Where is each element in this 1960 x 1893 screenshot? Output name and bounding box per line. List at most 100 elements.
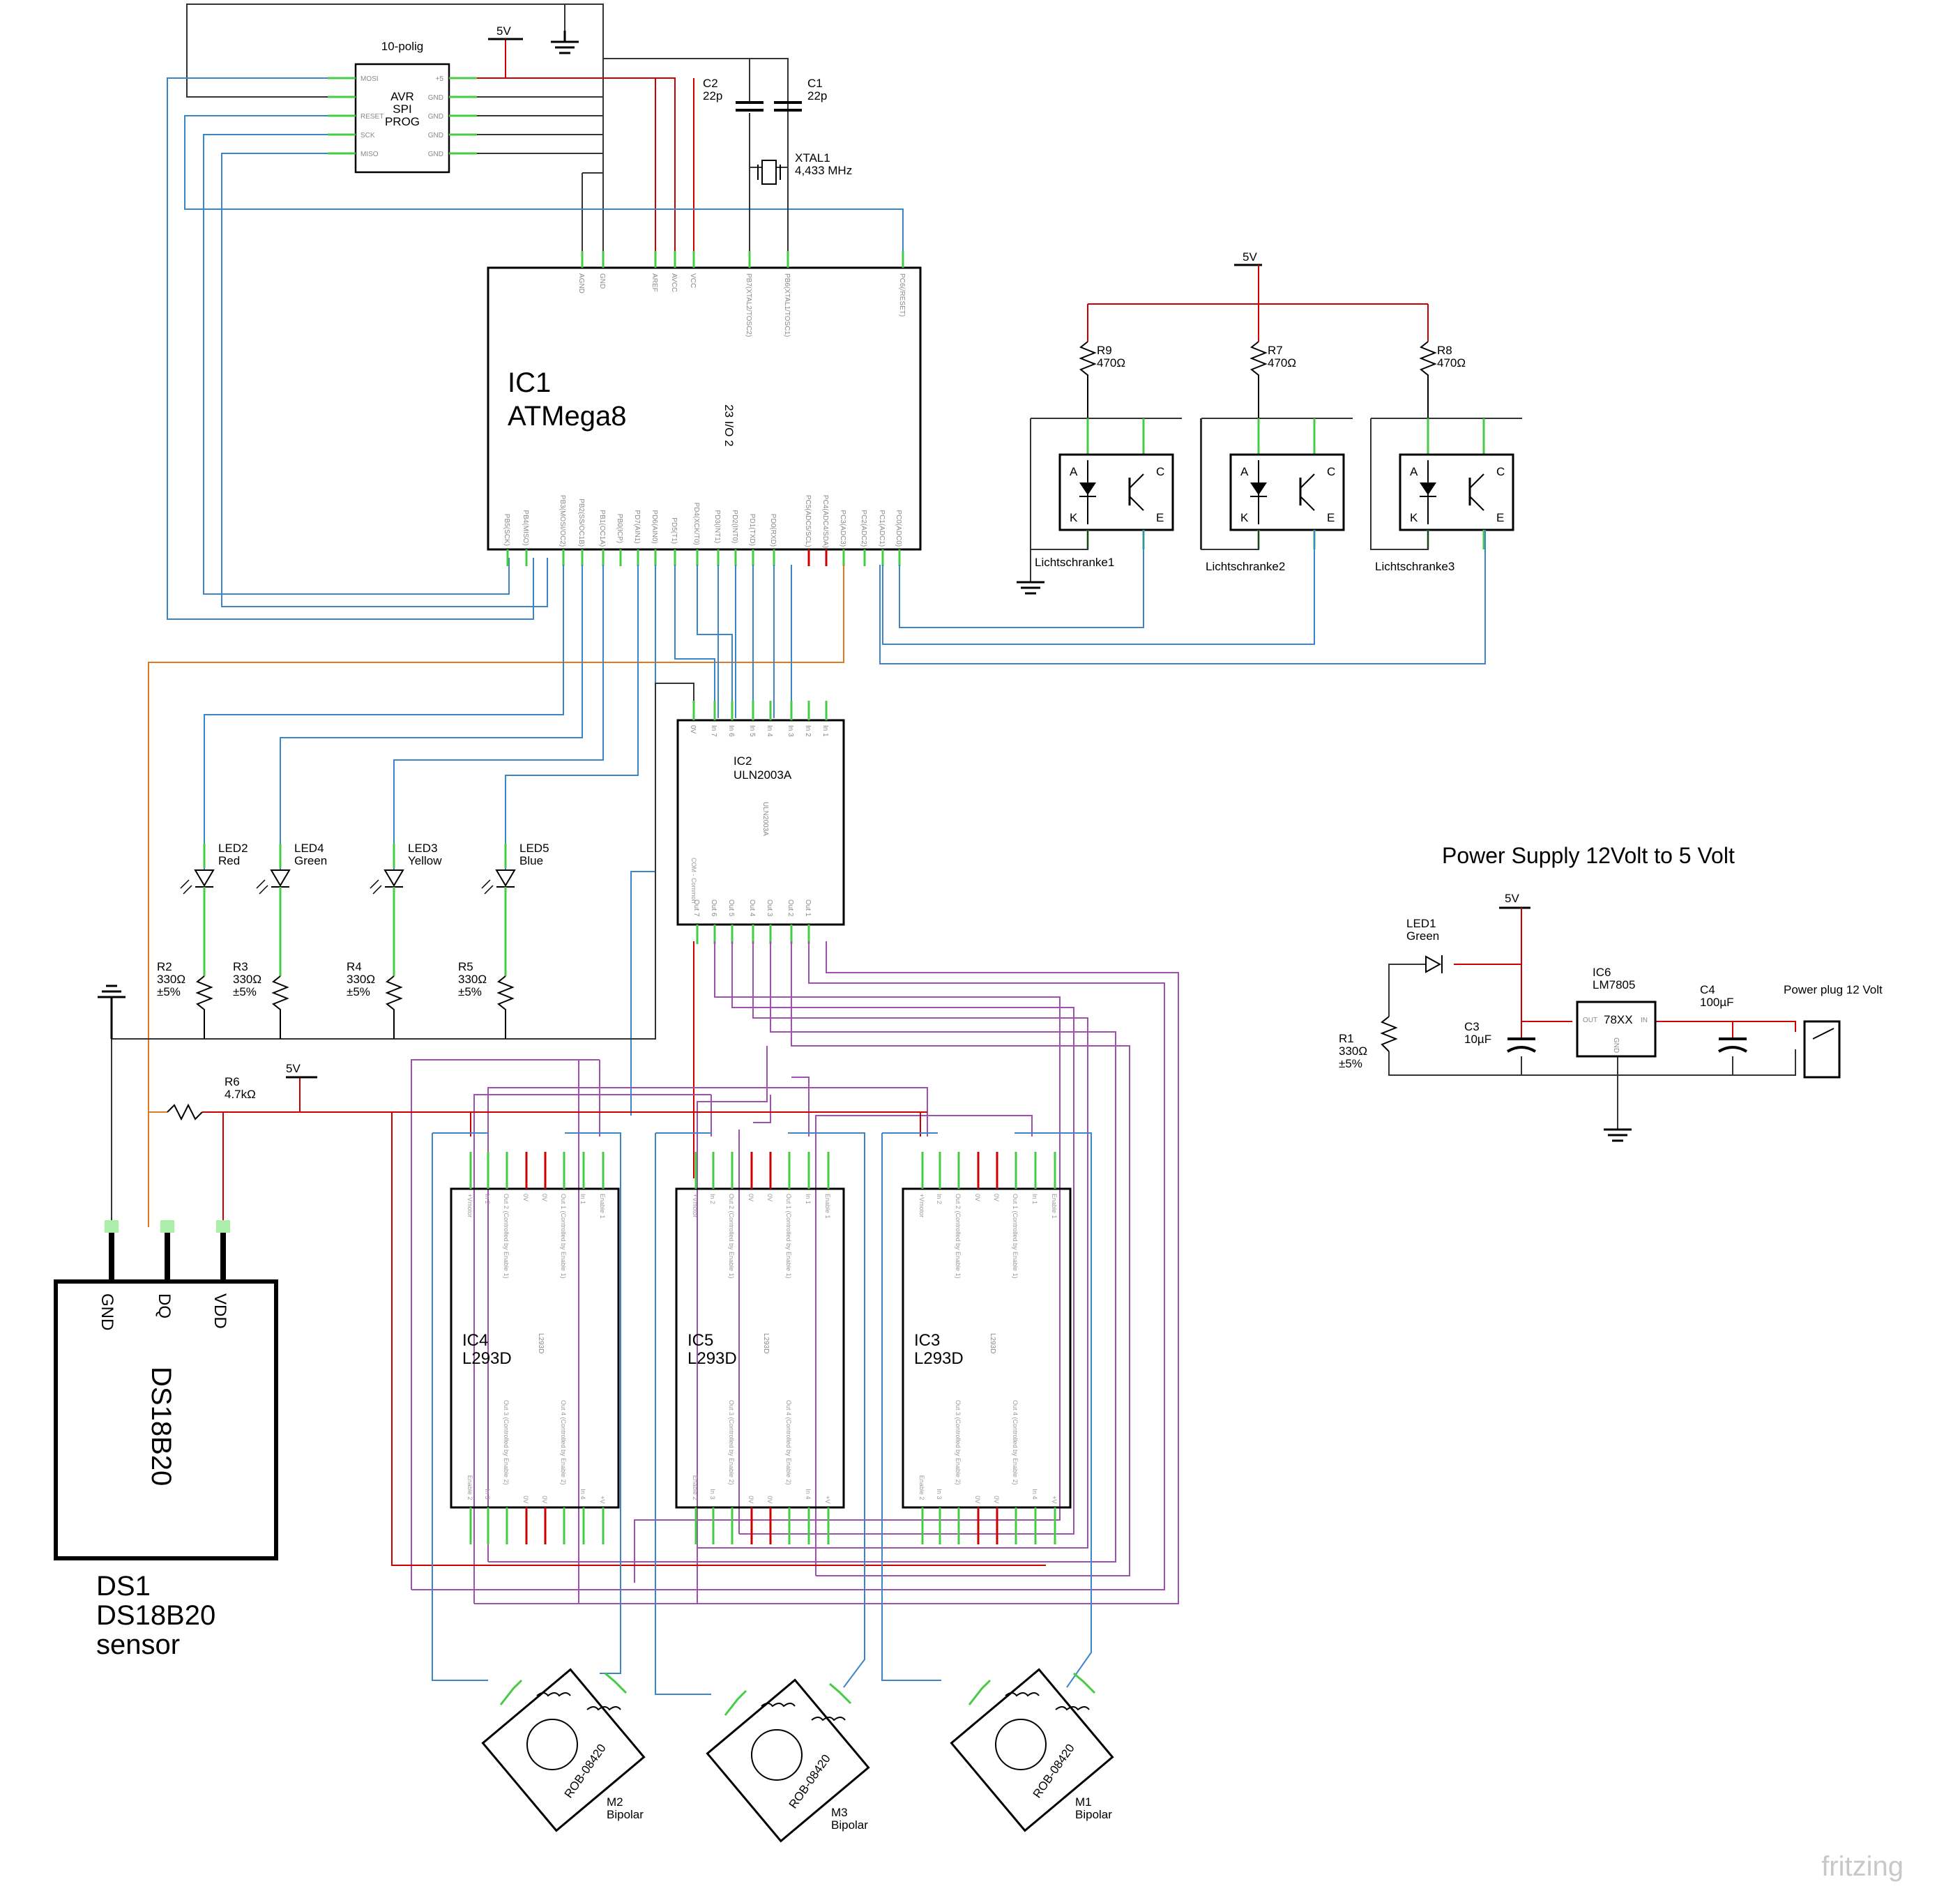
ic1-top-pin-label: AVCC	[670, 273, 678, 292]
ic1-top-pin-label: AGND	[577, 273, 585, 294]
ic1-bottom-pin-label: PB1(OC1A)	[598, 510, 606, 547]
ic2-bottom-pin-label: Out 6	[710, 899, 717, 917]
driver-top-pin-label: Enable 1	[1051, 1194, 1058, 1219]
ic2-bottom-pin-label: Out 5	[727, 899, 735, 917]
ic1-bottom-pin-label: PD6(AIN0)	[651, 510, 658, 543]
r1-name: R1	[1339, 1032, 1354, 1045]
r6-value: 4.7kΩ	[225, 1088, 256, 1101]
motor-name: M1	[1075, 1795, 1092, 1809]
driver-bottom-pin-label: 0V	[747, 1496, 754, 1503]
r1-tolerance: ±5%	[1339, 1057, 1362, 1070]
c1-value: 22p	[807, 89, 827, 102]
driver-top-pin-label: +Vmotor	[466, 1194, 473, 1217]
driver-top-pin-label: Out 2 (Controlled by Enable 1)	[955, 1194, 962, 1279]
ds18b20-sensor: GND DQ VDD DS18B20 DS1 DS18B20 sensor	[54, 1220, 278, 1660]
sensor-wiring	[111, 1039, 392, 1224]
led-resistor-name: R2	[157, 960, 172, 973]
ic1-bottom-pin-label: PC1(ADC1)	[878, 510, 886, 547]
mid-wiring	[111, 565, 844, 1227]
ic2-top-pin-label: In 5	[748, 725, 756, 737]
5v-label-photo: 5V	[1243, 250, 1257, 264]
driver-top-pin-label: Enable 1	[599, 1194, 606, 1219]
led-resistor-name: R5	[458, 960, 473, 973]
ic2-bottom-pin-label: Out 2	[787, 899, 794, 917]
led-resistor-name: R4	[347, 960, 362, 973]
c2-value: 22p	[703, 89, 722, 102]
motor-name: M3	[831, 1806, 848, 1819]
driver-vertical-label: L293D	[537, 1333, 545, 1353]
pin-k: K	[1410, 511, 1418, 524]
driver-top-pin-label: Out 1 (Controlled by Enable 1)	[1012, 1194, 1019, 1279]
driver-part: L293D	[462, 1349, 512, 1368]
crystal-name: XTAL1	[795, 151, 830, 165]
c4-name: C4	[1700, 983, 1715, 996]
ic1-top-pin-label: GND	[598, 273, 606, 289]
driver-top-pin-label: 0V	[541, 1194, 548, 1201]
driver-top-pin-label: In 1	[579, 1194, 586, 1204]
driver-top-pin-label: In 2	[484, 1194, 491, 1204]
driver-part: L293D	[914, 1349, 964, 1368]
5v-symbol-top: 5V	[488, 24, 523, 40]
ic1-bottom-pin-label: PC2(ADC2)	[860, 510, 867, 547]
sensor-caption-3: sensor	[96, 1629, 180, 1660]
driver-top-pin-label: Enable 1	[824, 1194, 831, 1219]
ic6-part: LM7805	[1593, 978, 1635, 991]
led-color: Yellow	[408, 854, 442, 867]
ic2-top-pin-label: In 2	[804, 725, 812, 737]
indicator-leds: LED2RedR2330Ω±5%LED4GreenR3330Ω±5%LED3Ye…	[157, 842, 549, 1039]
ic1-side-text: 23 I/O 2	[722, 404, 736, 446]
ic2-part: ULN2003A	[734, 768, 792, 782]
driver-bottom-pin-label: Out 3 (Controlled by Enable 2)	[955, 1400, 962, 1485]
ic1-bottom-pins: PB5(SCK)PB4(MISO)PB3(MOSI/OC2)PB2(SS/OC1…	[503, 495, 902, 566]
conn-pin-gnd1: GND	[428, 94, 443, 102]
5v-label-top: 5V	[496, 24, 511, 38]
driver-bottom-pin-label: Enable 2	[918, 1475, 925, 1500]
ic1-name: IC1	[508, 367, 551, 398]
5v-label-power: 5V	[1505, 892, 1519, 905]
driver-bottom-pin-label: 0V	[974, 1496, 981, 1503]
ic2-vertical-label: ULN2003A	[761, 802, 769, 836]
ic1-bottom-pin-label: PC3(ADC3)	[839, 510, 846, 547]
c3-value: 10µF	[1464, 1033, 1491, 1046]
ic1-bottom-pin-label: PB3(MOSI/OC2)	[559, 495, 566, 547]
driver-bottom-pin-label: 0V	[541, 1496, 548, 1503]
led-color: Green	[294, 854, 327, 867]
photo-resistor-value: 470Ω	[1097, 356, 1125, 370]
led1-name: LED1	[1406, 917, 1436, 930]
c1-name: C1	[807, 77, 823, 90]
stepper-motors: ROB-08420M2BipolarROB-08420M3BipolarROB-…	[481, 1668, 1114, 1843]
led-resistor-tolerance: ±5%	[347, 985, 370, 998]
driver-name: IC4	[462, 1331, 488, 1350]
driver-name: IC5	[687, 1331, 713, 1350]
sensor-pin-dq: DQ	[155, 1293, 174, 1318]
ic2-top-pin-label: In 3	[787, 725, 794, 737]
ic1-bottom-pin-label: PC5(ADC5/SCL)	[804, 495, 812, 547]
ic2-top-pin-label: In 6	[727, 725, 735, 737]
ic1-bottom-pin-label: PD2(INT0)	[731, 510, 738, 543]
r6-name: R6	[225, 1075, 240, 1088]
stepper-wiring	[391, 941, 1179, 1695]
top-wiring	[167, 3, 904, 620]
ic6-pin-out: OUT	[1583, 1017, 1597, 1024]
led-name: LED5	[519, 842, 549, 855]
ic1-bottom-pin-label: PB5(SCK)	[503, 514, 510, 546]
ic1-bottom-pin-label: PC0(ADC0)	[895, 510, 902, 547]
connector-name-1: AVR	[390, 90, 414, 103]
ic2-bottom-pin-label: Out 1	[804, 899, 812, 917]
conn-pin-gnd3: GND	[428, 132, 443, 139]
driver-top-pin-label: Out 2 (Controlled by Enable 1)	[728, 1194, 735, 1279]
ic2-top-pin-label: In 1	[821, 725, 829, 737]
led-name: LED2	[218, 842, 248, 855]
led1-color: Green	[1406, 929, 1439, 943]
driver-top-pin-label: Out 1 (Controlled by Enable 1)	[560, 1194, 567, 1279]
sensor-pin-gnd: GND	[98, 1293, 116, 1330]
motor-name: M2	[607, 1795, 623, 1809]
ic2-bottom-pin-label: Out 7	[692, 899, 700, 917]
led-resistor-name: R3	[233, 960, 248, 973]
driver-bottom-pin-label: Out 3 (Controlled by Enable 2)	[503, 1400, 510, 1485]
